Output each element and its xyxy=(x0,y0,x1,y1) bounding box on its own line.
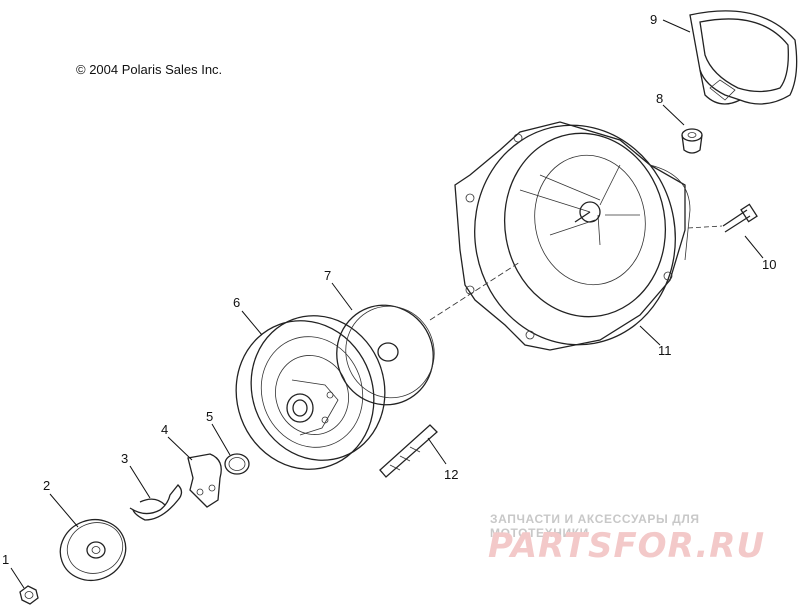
callout-6: 6 xyxy=(233,295,241,310)
nut-drawing xyxy=(19,585,39,605)
callout-12: 12 xyxy=(444,467,459,482)
callout-3: 3 xyxy=(121,451,129,466)
callout-4: 4 xyxy=(161,422,169,437)
callout-2: 2 xyxy=(43,478,51,493)
spring-drawing xyxy=(129,484,183,521)
callout-7: 7 xyxy=(324,268,332,283)
recoil-pulley-drawing xyxy=(235,315,386,470)
pawl-drawing xyxy=(187,453,222,508)
washer-drawing xyxy=(59,518,127,582)
leader-lines xyxy=(10,19,764,589)
watermark-brand: PARTSFOR.RU xyxy=(488,526,766,566)
starter-handle-drawing xyxy=(689,10,798,105)
alignment-lines xyxy=(429,225,723,321)
callout-9: 9 xyxy=(650,12,658,27)
callout-5: 5 xyxy=(206,409,214,424)
watermark-tagline: ЗАПЧАСТИ И АКСЕССУАРЫ ДЛЯ МОТОТЕХНИКИ xyxy=(490,512,700,540)
callout-10: 10 xyxy=(762,257,777,272)
rope-drawing xyxy=(379,424,438,478)
recoil-spring-drawing xyxy=(336,304,435,406)
rope-bushing-drawing xyxy=(681,128,703,154)
callout-11: 11 xyxy=(658,343,672,358)
o-ring-drawing xyxy=(224,453,250,475)
bolt-drawing xyxy=(722,203,758,233)
copyright-notice: © 2004 Polaris Sales Inc. xyxy=(76,62,223,77)
callout-8: 8 xyxy=(656,91,664,106)
recoil-housing-drawing xyxy=(454,121,691,351)
callout-1: 1 xyxy=(2,552,10,567)
